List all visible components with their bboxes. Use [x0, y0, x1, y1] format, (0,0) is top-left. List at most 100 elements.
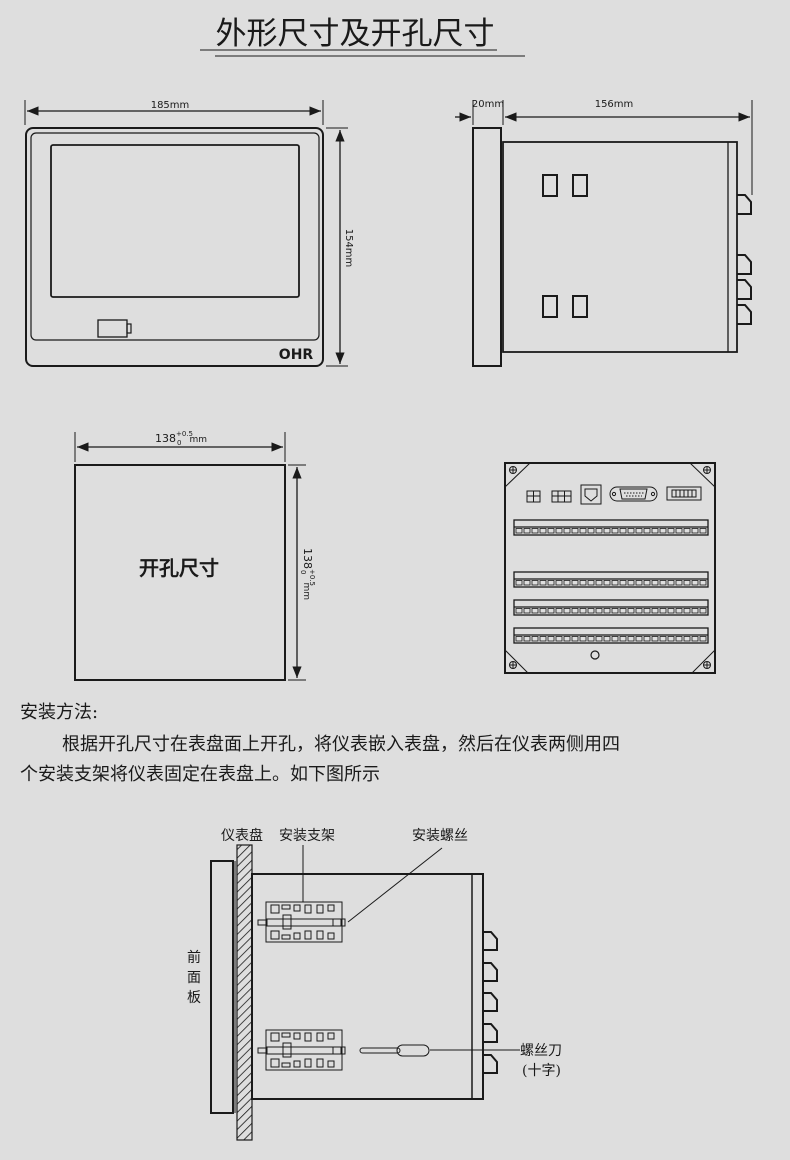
port-terminal-3pin [551, 490, 572, 503]
terminal-screw [699, 580, 707, 586]
terminal-strip [513, 519, 709, 536]
terminal-screw [563, 636, 571, 642]
terminal-screw [643, 608, 651, 614]
terminal-screw [651, 528, 659, 534]
terminal-screw [571, 608, 579, 614]
terminal-screw [563, 580, 571, 586]
terminal-screw [571, 636, 579, 642]
terminal-strip [513, 571, 709, 588]
mounting-bracket [257, 1029, 346, 1071]
meter-body [251, 873, 484, 1100]
terminal-screw [563, 608, 571, 614]
terminal-screw [515, 580, 523, 586]
connector-plug [737, 254, 752, 275]
connector-plug [483, 931, 498, 951]
screw-icon [257, 919, 267, 926]
terminal-screw [555, 636, 563, 642]
terminal-screw [555, 608, 563, 614]
terminal-screw [563, 528, 571, 534]
terminal-screw [691, 580, 699, 586]
terminal-screw [555, 528, 563, 534]
mounting-brackets [257, 901, 346, 1071]
connector-plug [483, 1054, 498, 1074]
terminal-screw [635, 580, 643, 586]
terminal-screw [515, 636, 523, 642]
terminal-screw [659, 608, 667, 614]
terminal-screw [539, 608, 547, 614]
terminal-screw [635, 636, 643, 642]
terminal-screw [523, 608, 531, 614]
meter-connectors [483, 931, 498, 1074]
terminal-screw [603, 580, 611, 586]
terminal-screw [539, 636, 547, 642]
screw-icon [509, 466, 517, 474]
front-inner-frame [30, 132, 320, 341]
terminal-screw [659, 528, 667, 534]
screwdriver-icon [359, 1044, 520, 1057]
terminal-screw [595, 580, 603, 586]
terminal-screw [523, 528, 531, 534]
corner-screws [504, 462, 716, 674]
screw-icon [332, 918, 346, 927]
terminal-screw [611, 580, 619, 586]
terminal-screw [603, 636, 611, 642]
terminal-screw [683, 580, 691, 586]
terminal-screw [587, 636, 595, 642]
front-panel-label-1: 前 [187, 949, 201, 966]
screwdriver-label: 螺丝刀 [520, 1043, 562, 1059]
install-line-2: 个安装支架将仪表固定在表盘上。如下图所示 [20, 764, 380, 785]
terminal-screw [675, 608, 683, 614]
cutout-height-label: 138+0.50mm [299, 548, 316, 600]
rear-panel [504, 462, 716, 674]
terminal-screw [611, 636, 619, 642]
screw-icon [257, 1047, 267, 1054]
mounting-panel-hatched [236, 844, 253, 1141]
side-connectors [737, 194, 752, 325]
terminal-screw [627, 636, 635, 642]
terminal-screw [659, 580, 667, 586]
terminal-screw [619, 580, 627, 586]
terminal-screw [579, 608, 587, 614]
terminal-screw [683, 636, 691, 642]
terminal-screw [611, 608, 619, 614]
terminal-strip [513, 599, 709, 616]
terminal-screw [547, 528, 555, 534]
terminal-screw [539, 580, 547, 586]
terminal-screw [547, 636, 555, 642]
rear-view [504, 462, 716, 674]
terminal-screw [651, 608, 659, 614]
terminal-screw [611, 528, 619, 534]
front-view: 185mm OHR 154mm [24, 100, 354, 367]
terminal-screw [539, 528, 547, 534]
install-heading: 安装方法: [20, 702, 98, 723]
mounting-bracket [257, 901, 346, 943]
terminal-screw [643, 636, 651, 642]
clip-slot [572, 295, 588, 318]
connector-plug [737, 279, 752, 300]
terminal-screw [587, 608, 595, 614]
screw-icon [332, 1046, 346, 1055]
terminal-screw [595, 608, 603, 614]
terminal-screw [619, 608, 627, 614]
terminal-screw [531, 608, 539, 614]
side-view: 20mm 156mm [455, 99, 753, 367]
terminal-screw [651, 580, 659, 586]
terminal-screw [667, 528, 675, 534]
terminal-screw [667, 636, 675, 642]
connector-plug [483, 1023, 498, 1043]
terminal-screw [531, 580, 539, 586]
terminal-screw [579, 528, 587, 534]
screw-label: 安装螺丝 [412, 828, 468, 844]
terminal-screw [595, 636, 603, 642]
terminal-screw [587, 528, 595, 534]
terminal-screw [515, 608, 523, 614]
side-bezel [472, 127, 502, 367]
terminal-screw [683, 528, 691, 534]
terminal-screw [579, 580, 587, 586]
cutout-rect [74, 464, 286, 681]
mounting-diagram: 仪表盘 安装支架 安装螺丝 前 面 板 螺丝刀 (十字) [187, 827, 562, 1141]
battery-icon [97, 319, 132, 338]
terminal-screw [627, 580, 635, 586]
terminal-screw [643, 528, 651, 534]
